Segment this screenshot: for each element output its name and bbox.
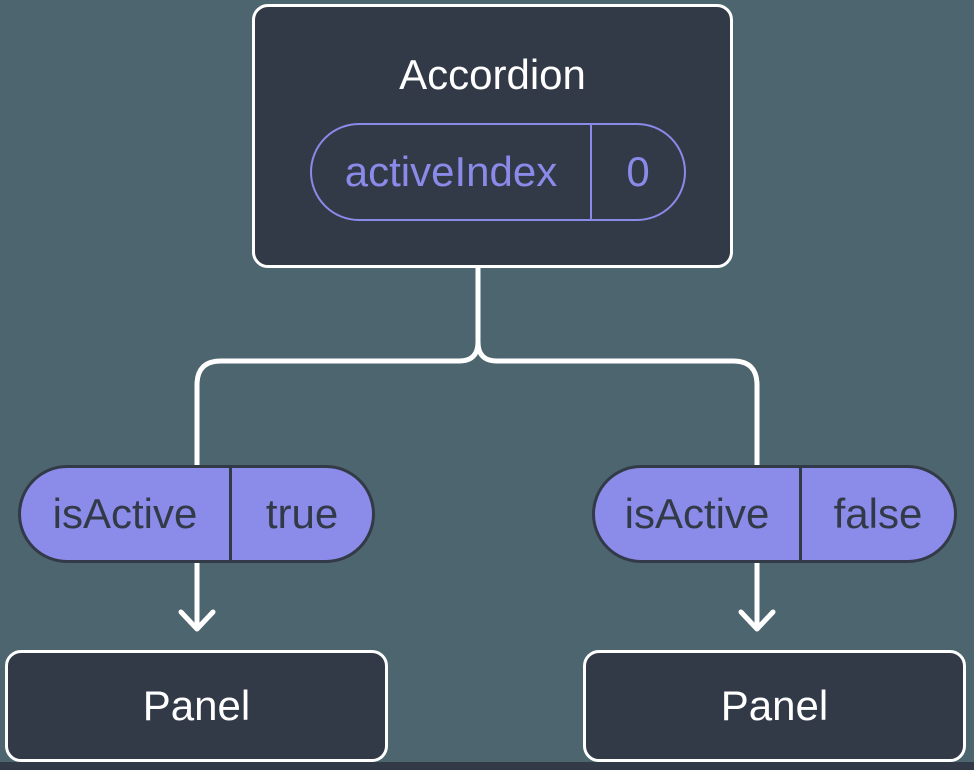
bottom-edge-strip [0,762,974,770]
left-prop-value: true [265,490,339,537]
state-pill: activeIndex 0 [310,123,686,221]
left-prop-name: isActive [52,490,198,537]
left-prop-divider [229,468,232,560]
left-panel-node: Panel [5,650,388,762]
accordion-node: Accordion activeIndex 0 [252,4,733,268]
state-name: activeIndex [344,148,558,195]
state-value: 0 [626,148,650,195]
right-prop-pill: isActive false [592,465,957,563]
left-prop-pill: isActive true [18,465,375,563]
right-arrowhead-icon [738,609,776,632]
right-prop-value: false [833,490,923,537]
right-panel-node: Panel [583,650,966,762]
right-prop-name: isActive [624,490,770,537]
left-arrowhead-icon [178,609,216,632]
root-to-left-branch-line [194,265,481,468]
state-pill-divider [590,125,592,219]
accordion-node-title: Accordion [399,51,586,98]
root-to-right-branch-line [475,265,760,468]
right-prop-divider [799,468,802,560]
